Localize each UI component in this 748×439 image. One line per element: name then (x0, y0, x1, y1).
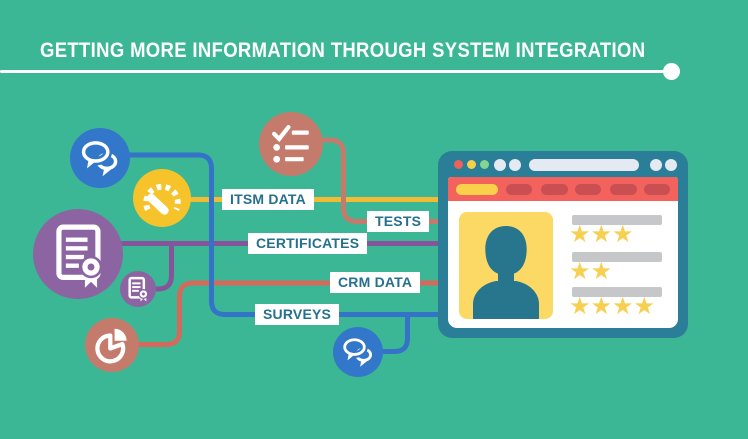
person-icon (473, 226, 539, 319)
toolbar-button[interactable] (540, 183, 568, 195)
window-button-minimize[interactable] (467, 160, 476, 169)
label-certificates: CERTIFICATES (248, 233, 368, 254)
rating-label-bar (572, 287, 662, 297)
browser-window: ★★★ ★★ ★★★★ (438, 151, 688, 338)
star-rating: ★★ (569, 258, 613, 285)
star-rating: ★★★★ (569, 293, 656, 320)
crm-data-line (112, 280, 443, 347)
rating-label-bar (572, 252, 662, 262)
browser-titlebar (438, 151, 688, 177)
toolbar-button[interactable] (644, 183, 670, 195)
address-bar[interactable] (529, 159, 639, 171)
page-title: GETTING MORE INFORMATION THROUGH SYSTEM … (40, 38, 646, 62)
star-rating: ★★★ (569, 221, 634, 248)
certificates-branch-line (138, 243, 174, 292)
gauge-icon (143, 183, 181, 215)
gauge-circle (133, 169, 191, 227)
label-itsm-data: ITSM DATA (222, 189, 314, 210)
speech-bubbles-circle (70, 128, 130, 188)
label-crm-data: CRM DATA (330, 272, 421, 293)
speech-bubbles-circle (333, 327, 383, 377)
toolbar-button[interactable] (506, 183, 532, 195)
label-tests: TESTS (367, 211, 430, 232)
certificate-small-icon (128, 276, 149, 302)
nav-back-button[interactable] (494, 159, 506, 171)
toolbar-button[interactable] (575, 183, 601, 195)
pie-chart-icon (95, 328, 127, 364)
certificate-circle (33, 209, 123, 299)
checklist-circle (259, 112, 323, 176)
surveys-branch-line (370, 314, 410, 354)
rating-label-bar (572, 215, 662, 225)
browser-menu-button[interactable] (650, 159, 662, 171)
header-rule-end-dot (663, 63, 680, 80)
window-button-maximize[interactable] (480, 160, 489, 169)
browser-toolbar (448, 177, 678, 201)
speech-bubbles-icon (341, 336, 372, 367)
nav-forward-button[interactable] (509, 159, 521, 171)
speech-bubbles-icon (79, 138, 118, 177)
toolbar-button-active[interactable] (456, 183, 498, 195)
browser-content-panel: ★★★ ★★ ★★★★ (448, 177, 678, 328)
profile-picture (459, 212, 553, 319)
pie-chart-circle (85, 318, 139, 372)
surveys-line (110, 152, 443, 317)
browser-settings-button[interactable] (665, 159, 677, 171)
certificate-small-circle (120, 271, 156, 307)
toolbar-button[interactable] (609, 183, 637, 195)
certificate-icon (56, 224, 103, 288)
checklist-icon (272, 125, 309, 163)
label-surveys: SURVEYS (255, 304, 340, 325)
window-button-close[interactable] (454, 160, 463, 169)
header-rule (0, 69, 664, 74)
tests-line (300, 137, 443, 224)
